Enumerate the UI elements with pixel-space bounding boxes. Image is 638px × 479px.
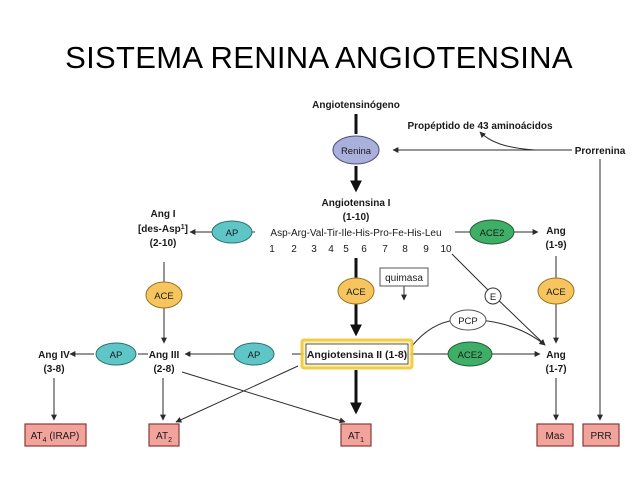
quimasa-label: quimasa	[385, 273, 423, 284]
position-10: 10	[440, 244, 452, 255]
node-ang-iii-range: (2-8)	[153, 364, 174, 375]
node-ang-1-9-range: (1-9)	[545, 240, 566, 251]
arrow-angiii-at1	[181, 371, 346, 424]
position-8: 8	[402, 244, 408, 255]
receptor-at2: AT2	[148, 423, 180, 447]
receptor-at4: AT4 (IRAP)	[24, 423, 87, 447]
angiotensina-ii-label: Angiotensina II (1-8)	[307, 349, 407, 361]
quimasa-box: quimasa	[379, 267, 429, 287]
enzyme-e: E	[484, 287, 502, 305]
position-3: 3	[311, 244, 317, 255]
sequence-positions: 1 2 3 4 5 6 7 8 9 10	[269, 244, 452, 255]
node-ang-iii: Ang III	[149, 350, 180, 361]
enzyme-ace-left: ACE	[145, 281, 183, 309]
enzyme-ap-top: AP	[211, 220, 253, 244]
label-propeptido: Propéptido de 43 aminoácidos	[407, 121, 552, 132]
enzyme-ap-middle: AP	[233, 342, 275, 366]
receptor-prr: PRR	[582, 423, 620, 447]
arrow-propeptide	[479, 131, 536, 151]
enzyme-ace-left-label: ACE	[154, 291, 174, 302]
connectors	[51, 131, 603, 424]
enzyme-ace-right-label: ACE	[546, 287, 566, 298]
enzyme-pcp-label: PCP	[458, 316, 478, 327]
node-ang-iv: Ang IV	[38, 350, 70, 361]
node-angiotensina-i-range: (1-10)	[343, 212, 370, 223]
position-4: 4	[328, 244, 334, 255]
page-title: SISTEMA RENINA ANGIOTENSINA	[65, 40, 573, 75]
node-ang-iv-range: (3-8)	[43, 364, 64, 375]
enzyme-pcp: PCP	[449, 309, 487, 331]
position-9: 9	[423, 244, 429, 255]
node-ang-i-des-line3: (2-10)	[150, 238, 177, 249]
enzyme-ap-top-label: AP	[226, 228, 239, 239]
node-ang-1-9: Ang	[546, 226, 565, 237]
enzyme-renina-label: Renina	[341, 146, 372, 157]
enzyme-ap-left: AP	[95, 342, 137, 366]
enzyme-ace-center: ACE	[337, 277, 375, 305]
receptor-mas: Mas	[536, 423, 574, 447]
enzyme-ace-center-label: ACE	[346, 287, 366, 298]
enzyme-ace2-middle: ACE2	[447, 341, 493, 367]
enzyme-ace2-top: ACE2	[469, 219, 515, 245]
node-ang-i-des-line1: Ang I	[151, 209, 176, 220]
receptor-mas-label: Mas	[546, 431, 565, 442]
node-angiotensina-i: Angiotensina I	[322, 198, 391, 209]
enzyme-ap-left-label: AP	[110, 350, 123, 361]
node-prorrenina: Prorrenina	[575, 146, 626, 157]
position-6: 6	[361, 244, 367, 255]
receptor-prr-label: PRR	[590, 431, 611, 442]
node-ang-i-des-line2: [des-Asp1]	[138, 224, 188, 236]
receptor-at4-label: AT4 (IRAP)	[31, 431, 80, 444]
receptor-at1-label: AT1	[348, 431, 364, 444]
position-7: 7	[382, 244, 388, 255]
enzyme-ace2-middle-label: ACE2	[458, 350, 483, 361]
amino-acid-sequence: Asp-Arg-Val-Tir-Ile-His-Pro-Fe-His-Leu	[270, 228, 441, 239]
node-ang-1-7-range: (1-7)	[545, 364, 566, 375]
arrow-angii-at2	[175, 365, 299, 423]
enzyme-ace-right: ACE	[537, 277, 575, 305]
position-2: 2	[291, 244, 297, 255]
enzyme-ace2-top-label: ACE2	[480, 228, 505, 239]
position-5: 5	[343, 244, 349, 255]
angiotensina-ii-box: Angiotensina II (1-8)	[300, 338, 414, 370]
enzyme-ap-middle-label: AP	[248, 350, 261, 361]
position-1: 1	[269, 244, 275, 255]
node-angiotensinogeno: Angiotensinógeno	[312, 100, 400, 111]
enzyme-e-label: E	[490, 292, 496, 303]
receptor-at2-label: AT2	[156, 431, 172, 444]
node-ang-1-7: Ang	[546, 350, 565, 361]
receptor-at1: AT1	[340, 423, 372, 447]
enzyme-renina: Renina	[332, 135, 380, 165]
